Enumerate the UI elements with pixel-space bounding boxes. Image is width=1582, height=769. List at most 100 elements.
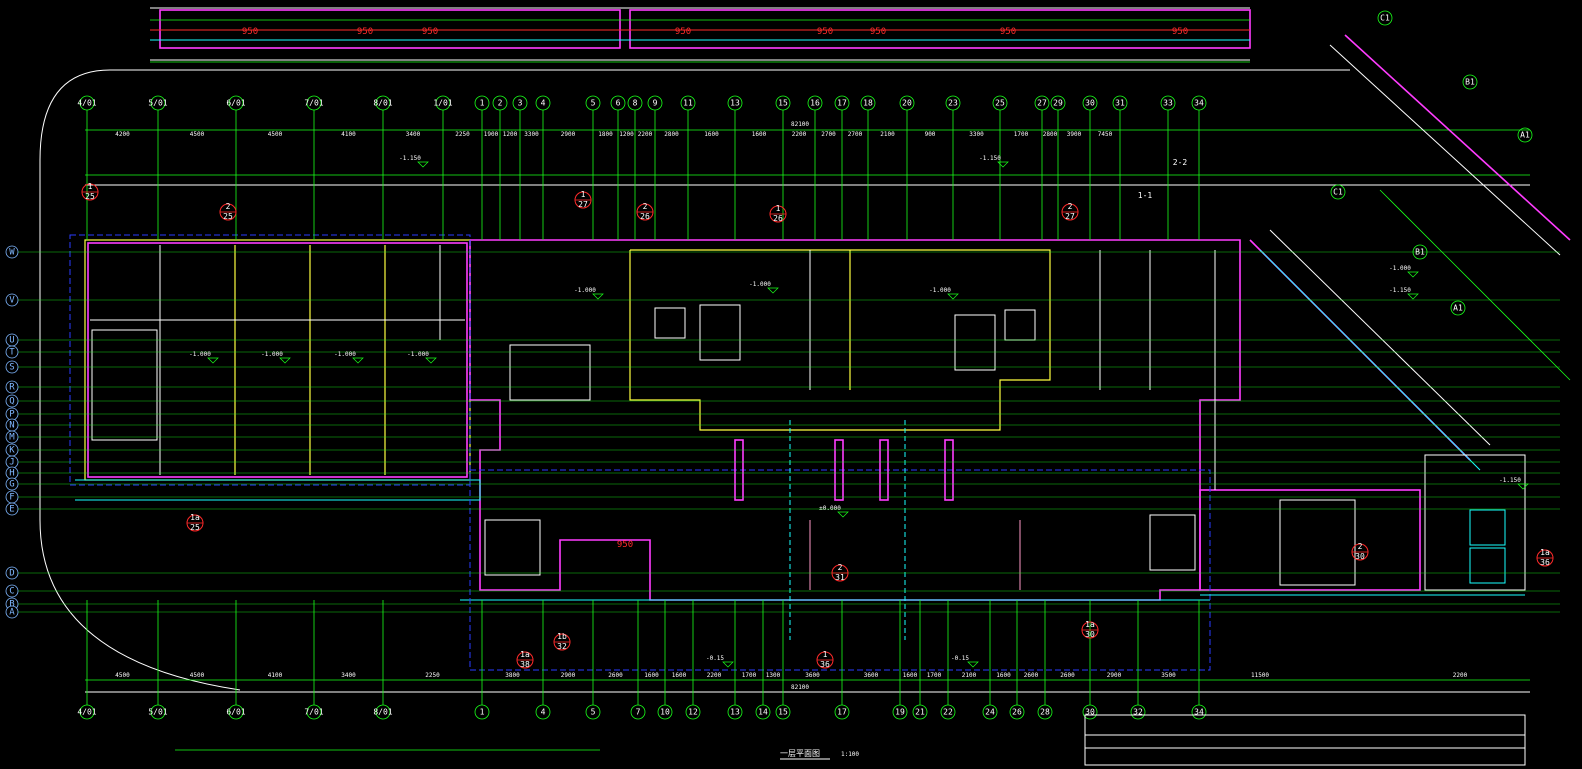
axis-label-right: C1 <box>1380 14 1390 23</box>
dimension-top: 2800 <box>1043 131 1058 138</box>
axis-bubble-left <box>5 566 19 580</box>
section-tag-number: 2 <box>1068 202 1073 211</box>
axis-label-top: 16 <box>810 99 820 108</box>
axis-label-top: 25 <box>995 99 1005 108</box>
dimension-top: 1900 <box>484 131 499 138</box>
red-window-mark: 950 <box>1172 27 1188 37</box>
axis-label-left: B <box>9 600 14 610</box>
axis-label-top: 1/01 <box>433 99 452 108</box>
axis-label-top: 33 <box>1163 99 1173 108</box>
red-window-mark: 950 <box>1000 27 1016 37</box>
axis-bubble-top <box>535 95 551 111</box>
axis-label-bottom: 8/01 <box>373 708 392 717</box>
elevation-value: -1.150 <box>1389 287 1411 294</box>
axis-label-bottom: 19 <box>895 708 905 717</box>
axis-label-top: 13 <box>730 99 740 108</box>
section-tag-number: 1 <box>581 190 586 199</box>
dimension-top: 2700 <box>821 131 836 138</box>
axis-label-top: 7/01 <box>304 99 323 108</box>
axis-label-left: V <box>9 296 15 306</box>
elevation-symbol <box>592 293 604 300</box>
elevation-symbol <box>1407 293 1419 300</box>
axis-label-right: A1 <box>1520 131 1530 140</box>
axis-label-top: 4/01 <box>77 99 96 108</box>
elevation-symbol <box>997 161 1009 168</box>
axis-bubble-left <box>5 502 19 516</box>
dimension-bottom: 4500 <box>190 672 205 679</box>
axis-label-top: 6 <box>616 99 621 108</box>
axis-label-top: 20 <box>902 99 912 108</box>
axis-bubble-bottom <box>306 704 322 720</box>
section-tag-sheet: 26 <box>773 214 783 223</box>
axis-label-bottom: 22 <box>943 708 953 717</box>
axis-bubble-bottom <box>150 704 166 720</box>
axis-label-bottom: 4 <box>541 708 546 717</box>
dimension-bottom: 2250 <box>425 672 440 679</box>
elevation-symbol <box>1517 483 1529 490</box>
dimension-top: 4100 <box>341 131 356 138</box>
elevation-value: -1.000 <box>189 351 211 358</box>
axis-label-bottom: 34 <box>1194 708 1204 717</box>
dimension-top: 1200 <box>619 131 634 138</box>
section-tag-sheet: 36 <box>820 660 830 669</box>
axis-bubble-top <box>807 95 823 111</box>
axis-label-left: S <box>9 363 14 373</box>
axis-label-bottom: 5 <box>591 708 596 717</box>
axis-bubble-top <box>627 95 643 111</box>
section-tag-number: 1 <box>88 182 93 191</box>
axis-bubble-bottom <box>892 704 908 720</box>
axis-bubble-top <box>1160 95 1176 111</box>
axis-label-top: 30 <box>1085 99 1095 108</box>
dimension-bottom: 11500 <box>1251 672 1269 679</box>
section-tag-number: 1 <box>776 204 781 213</box>
axis-label-bottom: 13 <box>730 708 740 717</box>
dimension-top: 2200 <box>792 131 807 138</box>
axis-bubble-bottom <box>1130 704 1146 720</box>
axis-label-top: 4 <box>541 99 546 108</box>
axis-label-left: R <box>9 383 15 393</box>
section-tag-sheet: 30 <box>1085 630 1095 639</box>
axis-label-left: T <box>9 348 15 358</box>
axis-label-top: 34 <box>1194 99 1204 108</box>
axis-bubble-left <box>5 394 19 408</box>
axis-label-top: 31 <box>1115 99 1125 108</box>
axis-label-top: 5 <box>591 99 596 108</box>
red-window-mark: 950 <box>242 27 258 37</box>
elevation-symbol <box>967 661 979 668</box>
axis-bubble-bottom <box>585 704 601 720</box>
axis-label-bottom: 10 <box>660 708 670 717</box>
axis-label-top: 15 <box>778 99 788 108</box>
axis-bubble-left <box>5 584 19 598</box>
dimension-bottom: 1700 <box>742 672 757 679</box>
axis-label-left: M <box>9 433 15 443</box>
axis-bubble-top <box>492 95 508 111</box>
axis-bubble-top <box>1191 95 1207 111</box>
dimension-bottom: 4500 <box>115 672 130 679</box>
elevation-symbol <box>352 357 364 364</box>
axis-label-right: B1 <box>1465 78 1475 87</box>
axis-label-top: 29 <box>1053 99 1063 108</box>
section-tag-number: 2 <box>1358 542 1363 551</box>
elevation-symbol <box>722 661 734 668</box>
dimension-top: 2900 <box>561 131 576 138</box>
elevation-value: -1.000 <box>1389 265 1411 272</box>
axis-label-top: 9 <box>653 99 658 108</box>
axis-label-left: H <box>9 469 14 479</box>
axis-label-bottom: 32 <box>1133 708 1143 717</box>
dimension-bottom: 2600 <box>1060 672 1075 679</box>
axis-label-bottom: 17 <box>837 708 847 717</box>
axis-label-bottom: 7/01 <box>304 708 323 717</box>
elevation-symbol <box>417 161 429 168</box>
dimension-top: 2250 <box>455 131 470 138</box>
axis-bubble-left <box>5 293 19 307</box>
axis-bubble-top <box>150 95 166 111</box>
section-tag-number: 1a <box>1540 548 1550 557</box>
dimension-bottom: 1300 <box>766 672 781 679</box>
dimension-bottom: 3600 <box>864 672 879 679</box>
axis-label-bottom: 21 <box>915 708 925 717</box>
dimension-bottom: 4100 <box>268 672 283 679</box>
dimension-bottom: 2200 <box>707 672 722 679</box>
